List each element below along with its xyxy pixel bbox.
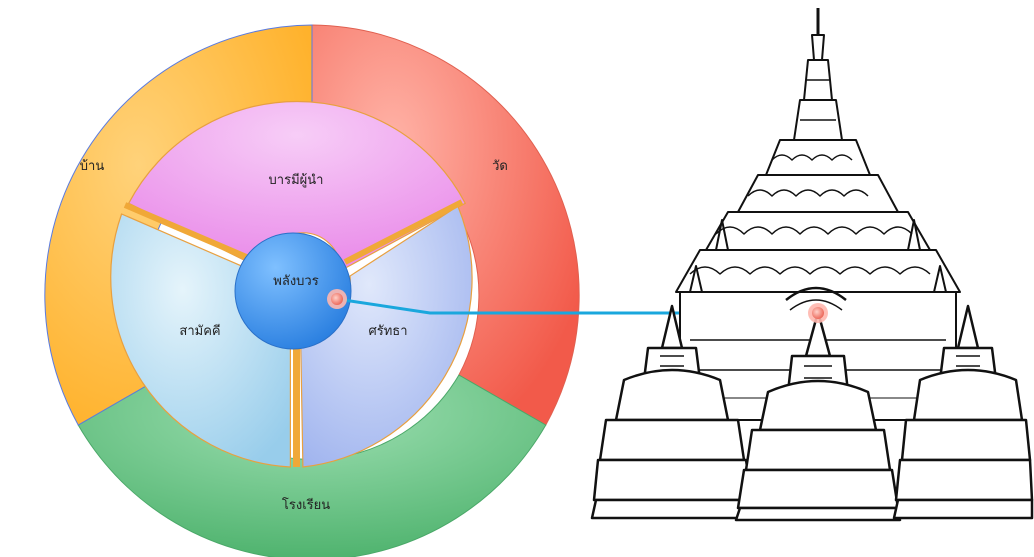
marker-dot-center-core bbox=[331, 293, 343, 305]
label-center: พลังบวร bbox=[273, 274, 318, 289]
label-school: โรงเรียน bbox=[282, 497, 330, 513]
temple-pagoda-sketch-icon bbox=[592, 8, 1032, 520]
label-home: บ้าน bbox=[80, 159, 105, 174]
label-wat: วัด bbox=[492, 159, 508, 174]
marker-dot-temple-core bbox=[812, 307, 824, 319]
label-unity: สามัคคี bbox=[179, 323, 220, 339]
label-leadership: บารมีผู้นำ bbox=[269, 172, 324, 188]
label-faith: ศรัทธา bbox=[368, 324, 407, 339]
